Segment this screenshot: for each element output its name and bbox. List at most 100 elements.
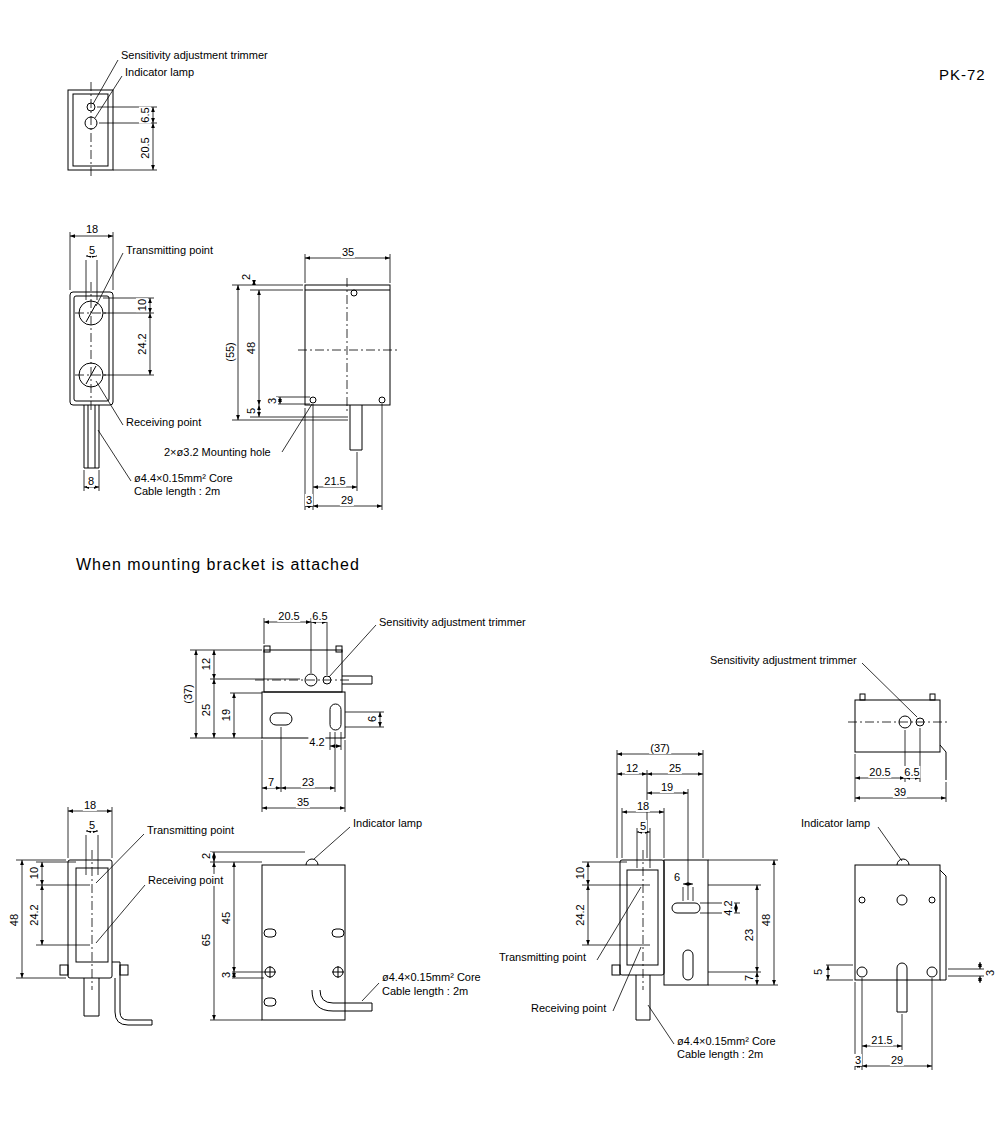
dimension-value: 35 [296,796,310,808]
bracket-front-view-side-mount-stroke [620,860,664,975]
bracket-front-view-side-mount-stroke [582,862,627,863]
bracket-front-view-side-mount-stroke [672,903,700,913]
bracket-front-view [16,807,152,1025]
dimension-value: 20.5 [868,766,891,778]
bracket-side-view-stroke [264,929,276,937]
bracket-front-view-side-mount-stroke [627,870,658,965]
bracket-front-view-stroke [36,885,90,886]
bracket-top-view-stroke [345,712,384,713]
bracket-top-view-stroke [336,646,342,652]
sensor-front-view-stroke [84,405,99,468]
bracket-front-view-stroke [92,850,93,990]
bracket-side-view-stroke [210,862,262,863]
bracket-front-view-side-mount-stroke [613,947,641,1011]
dimension-value: 48 [760,913,772,927]
bracket-side-view-side-mount-stroke [828,965,829,980]
bracket-front-view-stroke [16,978,66,979]
bracket-top-view-stroke [230,693,262,694]
bracket-top-view-side-mount [848,663,948,802]
bracket-side-view-stroke [362,983,379,1001]
bracket-side-view-stroke [265,967,275,977]
sensor-side-view-stroke [379,397,385,403]
bracket-front-view-stroke [36,945,90,946]
sensor-side-view-stroke [238,285,239,420]
bracket-side-view-stroke [214,852,215,862]
dimension-value: 5 [88,244,96,256]
callout-label: Receiving point [125,416,202,428]
bracket-side-view-stroke [270,966,271,978]
bracket-top-view-stroke [264,646,270,652]
bracket-top-view-stroke [380,712,381,727]
bracket-top-view-stroke [234,693,235,738]
bracket-side-view-side-mount-stroke [948,976,984,977]
sensor-side-view-stroke [357,452,358,491]
dimension-value: (37) [182,683,194,705]
bracket-front-view-stroke [98,835,99,875]
bracket-side-view-side-mount-stroke [826,965,853,966]
bracket-top-view-side-mount-stroke [946,782,947,802]
dimension-value: 5 [639,820,647,832]
sensor-side-view-stroke [250,290,303,291]
sensor-front-view-stroke [282,404,312,452]
bracket-front-view-side-mount-stroke [688,789,689,900]
callout-label: ø4.4×0.15mm² Core [676,1035,777,1047]
dimension-value: 29 [340,494,354,506]
bracket-front-view-side-mount-stroke [757,885,758,972]
bracket-front-view-side-mount-stroke [612,965,620,975]
bracket-side-view-stroke [210,852,305,853]
sensor-side-view-stroke [232,285,303,286]
callout-label: Indicator lamp [800,817,871,829]
bracket-front-view-stroke [42,862,43,885]
callout-label: Transmitting point [498,951,587,963]
callout-label: Indicator lamp [352,817,423,829]
bracket-side-view-stroke [333,967,343,977]
bracket-top-view-stroke [329,625,376,677]
bracket-side-view [210,827,379,1020]
bracket-side-view-side-mount-stroke [980,962,981,969]
sensor-side-view-stroke [259,290,260,405]
bracket-front-view-side-mount-stroke [708,985,778,986]
dimension-value: 12 [625,762,639,774]
dimension-value: 10 [28,866,40,880]
sensor-front-view-stroke [70,292,113,405]
bracket-front-view-stroke [60,965,68,975]
sensor-side-view-stroke [280,397,281,404]
dimension-value: 12 [200,657,212,671]
sensor-front-view [70,232,312,491]
dimension-value: 3 [266,397,278,405]
bracket-front-view-side-mount-stroke [703,750,704,858]
dimension-value: 23 [301,776,315,788]
section-heading: When mounting bracket is attached [75,556,361,574]
callout-label: Transmitting point [146,824,235,836]
dimension-value: 48 [245,341,257,355]
bracket-top-view-stroke [210,679,300,680]
bracket-front-view-side-mount-stroke [588,885,589,945]
sensor-side-view-stroke [347,278,348,412]
bracket-side-view-side-mount-stroke [878,827,902,861]
bracket-side-view-side-mount-stroke [932,978,933,1070]
bracket-side-view-stroke [306,859,318,865]
bracket-side-view-stroke [264,998,276,1006]
bracket-side-view-side-mount-stroke [948,969,984,970]
sensor-side-view-stroke [298,350,397,351]
sensor-front-view-stroke [84,470,85,491]
bracket-top-view-stroke [196,650,197,738]
sensor-front-view-stroke [150,298,151,313]
bracket-front-view-side-mount-stroke [622,808,623,858]
bracket-front-view-stroke [112,962,152,1025]
callout-label: Indicator lamp [124,66,195,78]
bracket-side-view-stroke [234,862,235,972]
sensor-top-view-stroke [93,60,118,104]
bracket-top-view-stroke [327,618,328,675]
sensor-side-view-stroke [232,420,348,421]
sensor-front-view-stroke [96,381,123,425]
sensor-front-view-stroke [75,313,107,314]
bracket-front-view-side-mount-stroke [708,972,761,973]
bracket-top-view-stroke [345,727,384,728]
callout-label: ø4.4×0.15mm² Core [133,472,234,484]
dimension-value: 8 [87,475,95,487]
dimension-value: 23 [743,928,755,942]
sensor-front-view-stroke [98,430,131,481]
bracket-top-view-stroke [341,732,342,750]
bracket-front-view-side-mount-stroke [708,885,761,886]
